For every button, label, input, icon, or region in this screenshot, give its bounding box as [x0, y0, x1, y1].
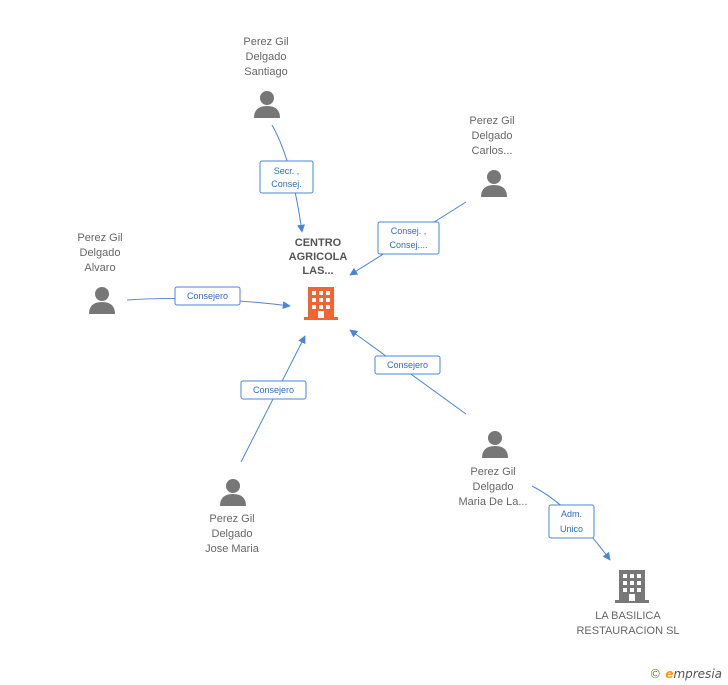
- brand-logo[interactable]: empresia: [665, 667, 722, 681]
- edge-label-e1[interactable]: Secr. , Consej.: [259, 160, 314, 194]
- person-label-line: Carlos...: [472, 145, 513, 157]
- person-node-josemaria[interactable]: Perez Gil Delgado Jose Maria: [205, 479, 260, 555]
- person-label-line: Delgado: [80, 247, 121, 259]
- edge-label-line: Adm.: [561, 509, 582, 519]
- person-label-line: Perez Gil: [470, 466, 515, 478]
- edge-label-line: Consej....: [389, 240, 427, 250]
- person-label-line: Maria De La...: [458, 496, 527, 508]
- company-label-line: RESTAURACION SL: [576, 625, 679, 637]
- building-icon: [304, 287, 338, 320]
- edge-label-e4[interactable]: Consejero: [240, 380, 307, 400]
- edge-label-line: Consejero: [387, 360, 428, 370]
- person-icon: [481, 170, 507, 197]
- person-label-line: Delgado: [473, 481, 514, 493]
- person-label-line: Santiago: [244, 66, 287, 78]
- person-node-carlos[interactable]: Perez Gil Delgado Carlos...: [469, 115, 515, 197]
- person-label-line: Alvaro: [84, 262, 115, 274]
- brand-initial: e: [665, 667, 674, 681]
- center-company-node[interactable]: CENTRO AGRICOLA LAS...: [289, 237, 348, 320]
- person-label-line: Perez Gil: [469, 115, 514, 127]
- edge-label-line: Unico: [560, 524, 583, 534]
- edge-label-line: Consejero: [187, 291, 228, 301]
- person-label-line: Perez Gil: [77, 232, 122, 244]
- edge-label-e2[interactable]: Consej. , Consej....: [377, 221, 440, 255]
- person-label-line: Perez Gil: [209, 513, 254, 525]
- building-icon: [615, 570, 649, 603]
- footer-brand: ©empresia: [649, 667, 722, 681]
- person-label-line: Delgado: [246, 51, 287, 63]
- edge-label-e3[interactable]: Consejero: [174, 286, 241, 306]
- center-label-line: LAS...: [302, 265, 333, 277]
- edge-label-e6[interactable]: Adm. Unico: [548, 504, 595, 539]
- person-label-line: Jose Maria: [205, 543, 260, 555]
- center-label-line: CENTRO: [295, 237, 342, 249]
- person-label-line: Delgado: [472, 130, 513, 142]
- person-node-santiago[interactable]: Perez Gil Delgado Santiago: [243, 36, 289, 118]
- person-node-alvaro[interactable]: Perez Gil Delgado Alvaro: [77, 232, 123, 314]
- company-node-basilica[interactable]: LA BASILICA RESTAURACION SL: [576, 570, 680, 637]
- center-label-line: AGRICOLA: [289, 251, 348, 263]
- edge-label-line: Secr. ,: [274, 166, 300, 176]
- brand-rest: mpresia: [673, 667, 722, 681]
- edge-label-e5[interactable]: Consejero: [374, 355, 441, 375]
- person-icon: [254, 91, 280, 118]
- person-node-mariadela[interactable]: Perez Gil Delgado Maria De La...: [458, 431, 528, 508]
- person-label-line: Delgado: [212, 528, 253, 540]
- person-icon: [89, 287, 115, 314]
- person-label-line: Perez Gil: [243, 36, 288, 48]
- edge-label-line: Consejero: [253, 385, 294, 395]
- person-icon: [220, 479, 246, 506]
- person-icon: [482, 431, 508, 458]
- edge-label-line: Consej. ,: [391, 226, 427, 236]
- edge-label-line: Consej.: [271, 179, 302, 189]
- copyright-symbol: ©: [649, 667, 662, 681]
- company-label-line: LA BASILICA: [595, 610, 661, 622]
